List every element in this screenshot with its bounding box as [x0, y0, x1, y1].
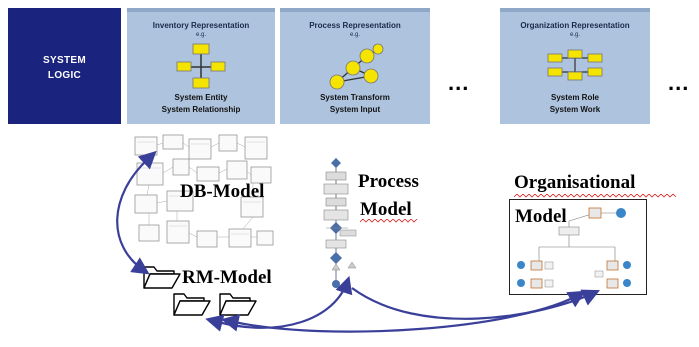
panel-eg: e.g.	[195, 32, 206, 38]
system-logic-box: SYSTEM LOGIC	[8, 8, 121, 124]
panel-subtitle-1: System Role	[550, 93, 600, 102]
process-model-label-line1: Process	[358, 171, 419, 192]
ellipsis-2: ...	[668, 70, 690, 95]
db-model-thumbnail	[133, 133, 275, 261]
ellipsis-1: ...	[448, 70, 470, 95]
role-hierarchy-icon	[547, 49, 603, 81]
panel-title: Inventory Representation	[152, 21, 250, 30]
process-org-arrow	[351, 287, 600, 320]
panel-subtitle-1: System Transform	[320, 93, 390, 102]
panel-subtitle-1: System Entity	[174, 93, 228, 102]
panel-subtitle-2: System Work	[549, 105, 601, 114]
spellcheck-underline	[360, 219, 418, 223]
panel-subtitle-2: System Input	[329, 105, 381, 114]
system-logic-label-line2: LOGIC	[47, 70, 82, 81]
rm-org-arrow-1	[221, 290, 586, 333]
panel-eg: e.g.	[569, 32, 580, 38]
panel-eg: e.g.	[349, 32, 360, 38]
process-model-label-line2: Model	[360, 199, 412, 220]
organization-representation-panel: Organization Representation e.g. System …	[500, 8, 650, 124]
process-representation-panel: Process Representation e.g. System Trans…	[280, 8, 430, 124]
org-model-label-line2: Model	[515, 206, 567, 227]
entity-relationship-icon	[176, 43, 226, 89]
system-logic-label-line1: SYSTEM	[43, 55, 86, 66]
db-model-label: DB-Model	[180, 181, 265, 202]
panel-subtitle-2: System Relationship	[161, 105, 241, 114]
panel-title: Process Representation	[309, 21, 401, 30]
org-model-thumbnail	[509, 199, 647, 295]
process-flow-icon	[329, 43, 384, 90]
rm-process-arrow	[205, 275, 353, 332]
inventory-representation-panel: Inventory Representation e.g. System Ent…	[127, 8, 275, 124]
panel-title: Organization Representation	[520, 21, 630, 30]
db-rm-arrow	[116, 150, 157, 275]
org-model-label-line1: Organisational	[514, 172, 636, 193]
